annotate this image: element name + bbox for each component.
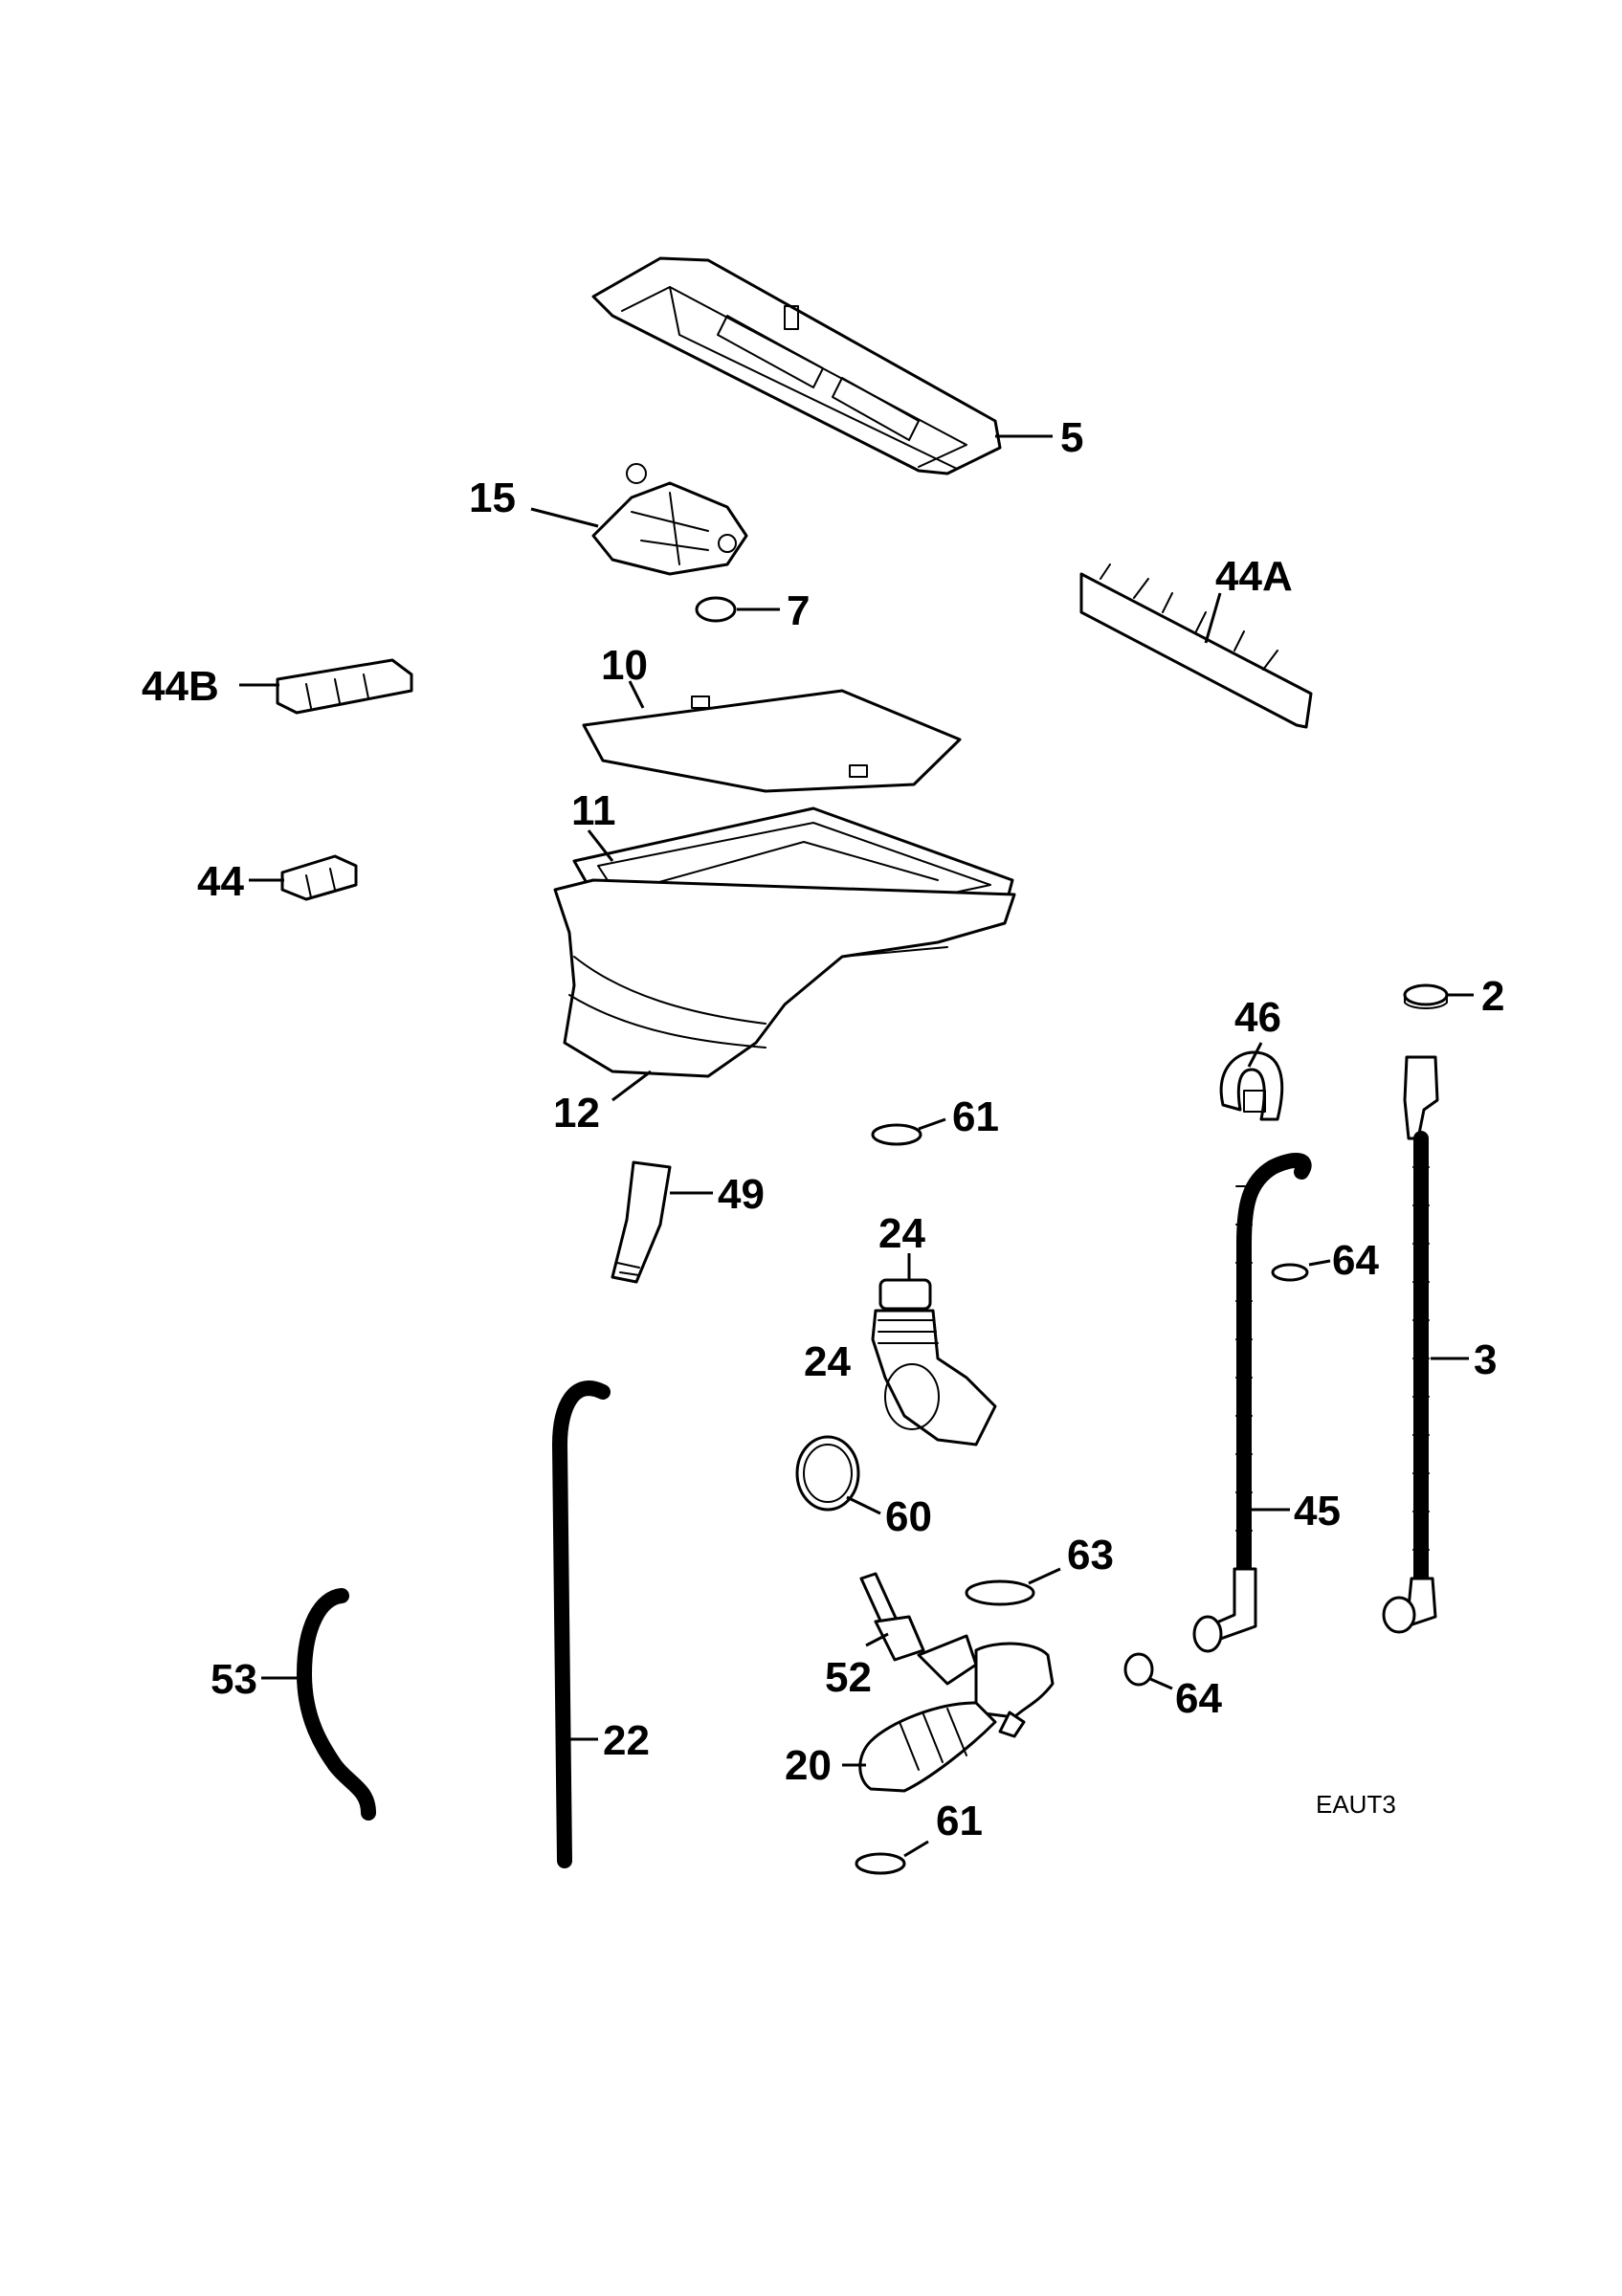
leader-46 bbox=[1247, 1042, 1263, 1068]
part-53-hose bbox=[297, 1588, 376, 1821]
label-part-44b: 44B bbox=[142, 663, 219, 710]
label-part-3: 3 bbox=[1474, 1336, 1497, 1383]
part-2-cap bbox=[1403, 983, 1449, 1009]
label-part-5: 5 bbox=[1060, 414, 1083, 461]
label-part-11: 11 bbox=[571, 787, 616, 834]
label-part-61-top: 61 bbox=[952, 1093, 999, 1140]
leader-64-upper bbox=[1308, 1259, 1331, 1267]
part-20-drain-hose bbox=[858, 1634, 1055, 1793]
part-49-filter bbox=[611, 1160, 672, 1284]
part-44a-bracket bbox=[1079, 563, 1313, 729]
part-64-clamp-upper bbox=[1271, 1263, 1309, 1282]
leader-61-top bbox=[918, 1117, 946, 1131]
part-52-pressure-chamber bbox=[859, 1572, 925, 1662]
leader-61-bottom bbox=[903, 1840, 929, 1858]
part-60-ring bbox=[795, 1435, 860, 1512]
leader-44a bbox=[1204, 592, 1222, 644]
label-part-63: 63 bbox=[1067, 1532, 1114, 1578]
label-part-64-lower: 64 bbox=[1175, 1675, 1222, 1722]
leader-10 bbox=[628, 680, 645, 709]
part-3-inlet-hose bbox=[1382, 1055, 1439, 1634]
leader-52 bbox=[865, 1632, 889, 1647]
label-part-10: 10 bbox=[601, 642, 648, 689]
label-part-52: 52 bbox=[825, 1654, 872, 1701]
label-part-2: 2 bbox=[1481, 973, 1504, 1020]
part-63-clamp bbox=[965, 1579, 1035, 1606]
part-12-boot bbox=[553, 878, 1016, 1078]
part-22-long-hose bbox=[552, 1380, 611, 1868]
part-61-clamp-bottom bbox=[855, 1852, 906, 1875]
part-24-connector bbox=[871, 1278, 997, 1446]
label-part-61-bottom: 61 bbox=[936, 1798, 983, 1844]
diagram-code: EAUT3 bbox=[1316, 1790, 1396, 1819]
part-44b-clip bbox=[276, 658, 413, 715]
leader-60 bbox=[846, 1495, 881, 1515]
label-part-24-top: 24 bbox=[878, 1210, 925, 1257]
part-44-clip bbox=[280, 854, 358, 901]
part-46-hose-guide bbox=[1219, 1050, 1284, 1121]
leader-63 bbox=[1028, 1567, 1061, 1585]
leader-15 bbox=[530, 507, 599, 528]
label-part-64-upper: 64 bbox=[1332, 1237, 1379, 1284]
label-part-44a: 44A bbox=[1215, 553, 1293, 600]
label-part-15: 15 bbox=[469, 475, 516, 521]
part-7-o-ring bbox=[695, 596, 737, 623]
leader-11 bbox=[587, 829, 614, 862]
label-part-24-side: 24 bbox=[804, 1338, 851, 1385]
part-5-dispenser-housing bbox=[591, 256, 1002, 475]
part-64-clamp-lower bbox=[1123, 1652, 1154, 1687]
part-61-clamp-top bbox=[871, 1123, 922, 1146]
label-part-22: 22 bbox=[603, 1717, 650, 1764]
label-part-20: 20 bbox=[785, 1742, 832, 1789]
label-part-49: 49 bbox=[718, 1171, 765, 1218]
label-part-46: 46 bbox=[1234, 994, 1281, 1041]
label-part-53: 53 bbox=[211, 1656, 257, 1703]
part-15-valve bbox=[591, 463, 748, 576]
leader-12 bbox=[611, 1070, 652, 1102]
part-10-gasket-plate bbox=[582, 689, 962, 793]
part-45-drain-hose bbox=[1192, 1153, 1312, 1653]
label-part-60: 60 bbox=[885, 1493, 932, 1540]
label-part-7: 7 bbox=[787, 587, 810, 634]
label-part-45: 45 bbox=[1294, 1488, 1341, 1534]
label-part-44: 44 bbox=[197, 858, 244, 905]
label-part-12: 12 bbox=[553, 1090, 600, 1137]
leader-64-lower bbox=[1149, 1677, 1173, 1690]
